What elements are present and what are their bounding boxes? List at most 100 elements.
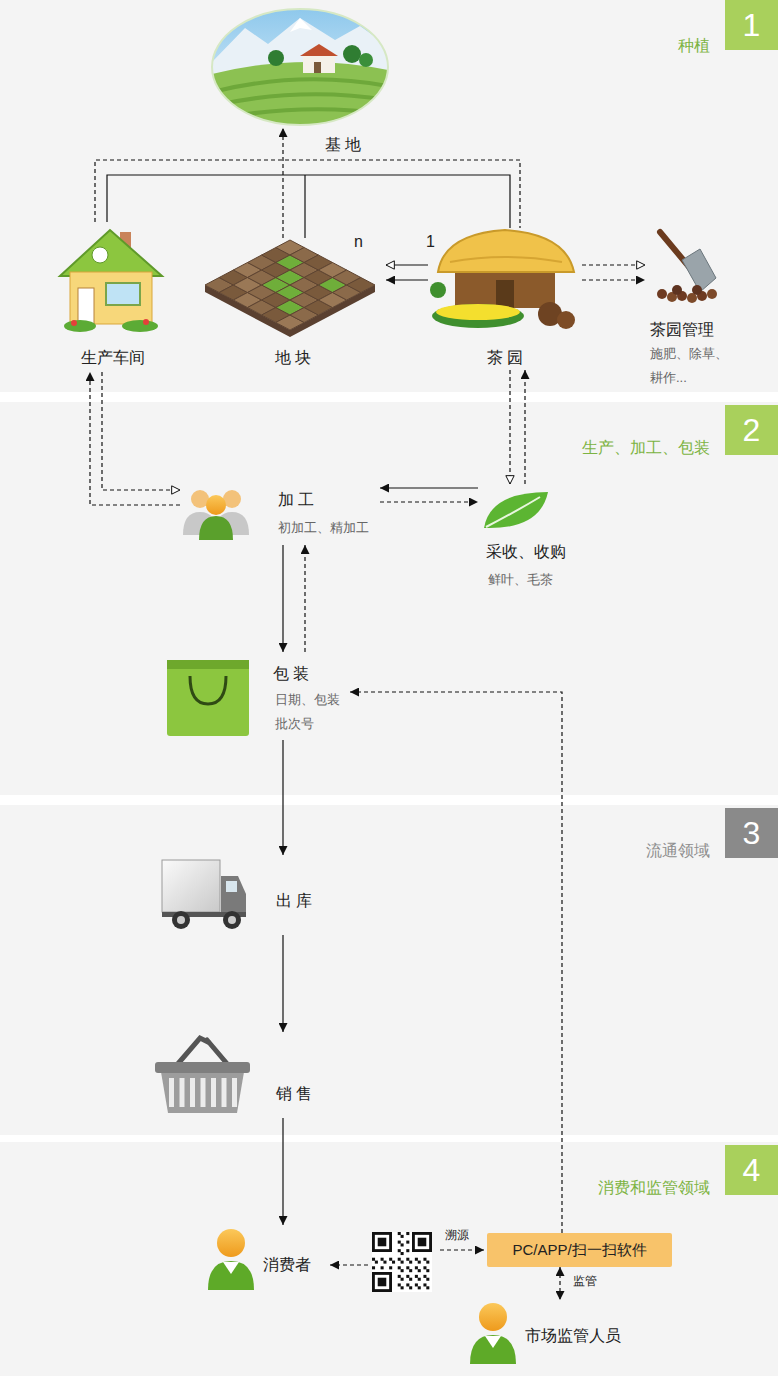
qr-module: [426, 1286, 429, 1289]
qr-module: [415, 1275, 418, 1278]
connector: [107, 175, 510, 228]
connector: [282, 545, 283, 652]
qr-module: [372, 1258, 375, 1261]
basket-slat: [180, 1078, 185, 1107]
qr-module: [415, 1258, 418, 1261]
truck-illustration: [226, 881, 237, 892]
cardinality-label: 1: [424, 233, 437, 251]
qr-module: [372, 1266, 375, 1269]
qr-module: [409, 1261, 412, 1264]
qr-finder: [378, 1278, 387, 1287]
basket-illustration: [176, 1038, 208, 1066]
qr-module: [418, 1278, 421, 1281]
truck-illustration: [221, 876, 246, 914]
sub-label: 鲜叶、毛茶: [488, 568, 553, 592]
workshop-illustration: [60, 230, 162, 276]
bag-illustration: [190, 676, 226, 704]
qr-module: [389, 1258, 392, 1261]
base-illustration: [210, 8, 390, 128]
base-illustration: [212, 94, 388, 106]
layout-lines: [330, 1264, 368, 1265]
connector: [582, 264, 645, 265]
regulator-icon: [470, 1303, 516, 1364]
basket-slat: [201, 1078, 206, 1107]
qr-module: [406, 1266, 409, 1269]
node-label: 基 地: [325, 135, 361, 155]
sub-label: 施肥、除草、 耕作...: [650, 342, 740, 390]
qr-finder: [378, 1238, 387, 1247]
truck-illustration: [223, 911, 241, 929]
leaf-illustration: [484, 492, 548, 528]
tea-garden-illustration: [438, 230, 574, 272]
qr-module: [398, 1258, 401, 1261]
base-illustration: [212, 62, 388, 126]
truck-illustration: [162, 860, 220, 912]
band-title: 种植: [678, 36, 710, 56]
connector: [582, 279, 645, 280]
qr-modules: [372, 1232, 432, 1292]
qr-module: [426, 1278, 429, 1281]
plot-illustration: [205, 285, 375, 337]
base-illustration: [314, 62, 321, 73]
workshop-illustration: [143, 319, 149, 325]
basket-illustration: [161, 1072, 244, 1113]
band-number: 4: [725, 1145, 778, 1195]
qr-module: [381, 1266, 384, 1269]
qr-module: [398, 1249, 401, 1252]
qr-module: [383, 1261, 386, 1264]
qr-module: [406, 1275, 409, 1278]
truck-illustration: [172, 911, 190, 929]
section-band: 流通领域3出 库销 售: [0, 805, 778, 1135]
qr-finder: [375, 1275, 389, 1289]
regulator-icon: [470, 1303, 516, 1364]
layout-lines: [304, 175, 305, 238]
stage-node: 生产车间: [52, 222, 174, 372]
garden-care-illustration: [707, 289, 717, 299]
band-title: 生产、加工、包装: [582, 438, 710, 458]
qr-module: [392, 1261, 395, 1264]
qr-module: [418, 1261, 421, 1264]
connector: [509, 370, 510, 484]
qr-module: [401, 1235, 404, 1238]
band-number: 2: [725, 405, 778, 455]
connector-layer: [90, 128, 645, 1300]
node-label: 消费者: [263, 1255, 311, 1275]
consumer-icon: [208, 1229, 254, 1290]
connector: [282, 935, 283, 1032]
band-number: 3: [725, 808, 778, 858]
qr-finder: [372, 1232, 392, 1252]
base-illustration: [212, 109, 388, 120]
qr-module: [398, 1241, 401, 1244]
qr-module: [406, 1258, 409, 1261]
connector: [350, 692, 562, 1233]
node-label: 销 售: [276, 1084, 312, 1104]
node-label: 生产车间: [52, 348, 174, 368]
stage-node: 市场监管人员: [468, 1300, 648, 1368]
processing-illustration: [206, 495, 226, 515]
processing-illustration: [183, 490, 249, 540]
basket-illustration: [155, 1038, 250, 1113]
truck-illustration: [177, 916, 185, 924]
qr-module: [409, 1286, 412, 1289]
qr-module: [401, 1252, 404, 1255]
truck-illustration: [228, 916, 236, 924]
qr-finder: [415, 1235, 429, 1249]
sub-label: 日期、包装 批次号: [275, 688, 345, 736]
node-label: 采收、收购: [486, 542, 566, 562]
node-label: PC/APP/扫一扫软件: [487, 1240, 672, 1260]
tea-garden-illustration: [496, 280, 514, 308]
workshop-illustration: [64, 320, 96, 332]
basket-slat: [190, 1078, 195, 1107]
consumer-icon: [208, 1229, 254, 1290]
connector: [559, 1267, 560, 1300]
node-label: 加 工: [278, 490, 314, 510]
qr-module: [415, 1283, 418, 1286]
leaf-illustration: [484, 492, 548, 528]
garden-care-illustration: [657, 232, 717, 303]
qr-module: [415, 1266, 418, 1269]
node-label: 出 库: [276, 891, 312, 911]
node-label: 地 块: [200, 348, 386, 368]
connector: [524, 370, 525, 484]
basket-slat: [211, 1078, 216, 1107]
